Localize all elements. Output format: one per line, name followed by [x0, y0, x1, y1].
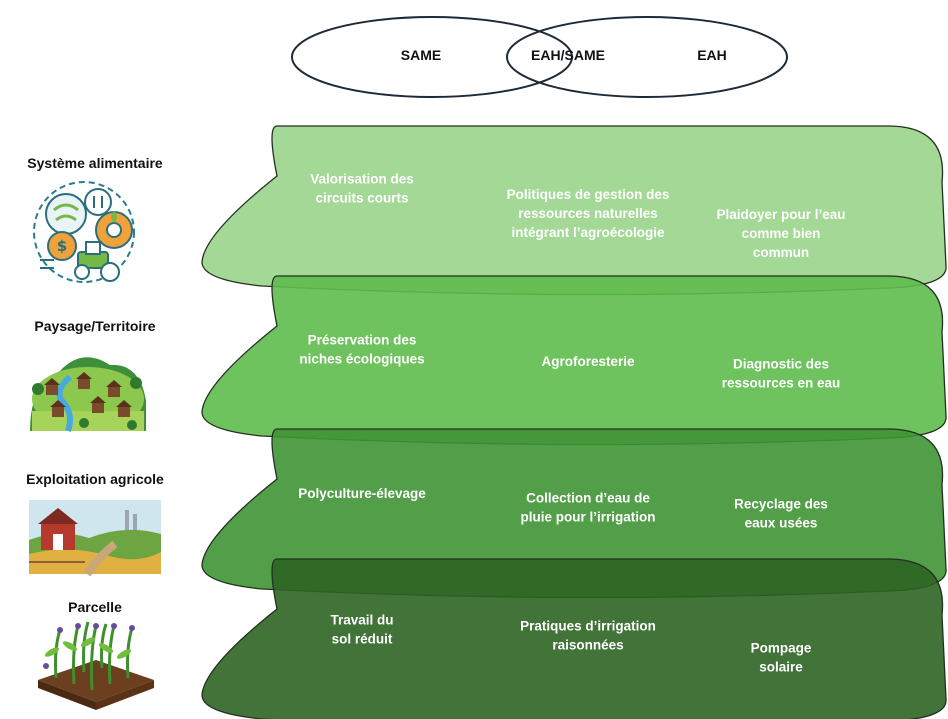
layer-item-line: Préservation des	[308, 333, 417, 348]
layer-farm-item-3: Recyclage des eaux usées	[734, 497, 828, 531]
layer-item-line: ressources en eau	[722, 376, 841, 391]
layer-food-system-item-2: Politiques de gestion des ressources natu…	[507, 187, 670, 240]
layer-item-line: Politiques de gestion des	[507, 187, 670, 202]
level-label-landscape: Paysage/Territoire	[34, 318, 155, 334]
venn-label-eah: EAH	[697, 47, 727, 63]
layer-item-line: Collection d’eau de	[526, 491, 650, 506]
layer-item-line: niches écologiques	[299, 352, 424, 367]
layer-farm-item-1: Polyculture-élevage	[298, 486, 426, 501]
layer-landscape-item-1: Préservation des niches écologiques	[299, 333, 424, 367]
layer-item-line: solaire	[759, 660, 803, 675]
layer-item-line: Pompage	[751, 641, 812, 656]
layer-food-system-item-3: Plaidoyer pour l’eau comme bien commun	[716, 207, 845, 260]
venn-label-eah-same: EAH/SAME	[531, 47, 605, 63]
layer-item-line: ressources naturelles	[518, 206, 658, 221]
level-labels: Système alimentaire Paysage/Territoire E…	[26, 155, 164, 615]
landscape-icon	[30, 357, 146, 432]
layer-item-line: comme bien	[742, 226, 821, 241]
venn-left-ellipse	[291, 16, 573, 98]
layer-item-line: Pratiques d’irrigation	[520, 619, 656, 634]
layer-item-line: eaux usées	[745, 516, 818, 531]
layer-item-line: Plaidoyer pour l’eau	[716, 207, 845, 222]
layer-plot-item-2: Pratiques d’irrigation raisonnées	[520, 619, 656, 653]
layer-item-line: sol réduit	[332, 632, 393, 647]
layer-food-system-item-1: Valorisation des circuits courts	[310, 172, 414, 206]
venn-label-same: SAME	[401, 47, 441, 63]
farm-icon	[29, 500, 161, 577]
food-system-icon: $	[33, 181, 135, 283]
venn-right-ellipse	[506, 16, 788, 98]
layer-item-line: Travail du	[330, 613, 393, 628]
layer-landscape-item-2: Agroforesterie	[541, 354, 635, 369]
layer-landscape-item-3: Diagnostic des ressources en eau	[722, 357, 841, 391]
venn-diagram: SAME EAH/SAME EAH	[291, 16, 788, 98]
layer-plot-item-3: Pompage solaire	[751, 641, 812, 675]
layer-item-line: commun	[753, 245, 809, 260]
layer-item-line: Polyculture-élevage	[298, 486, 426, 501]
crop-plot-icon	[38, 621, 154, 710]
layer-plot	[201, 558, 947, 719]
layer-farm-item-2: Collection d’eau de pluie pour l’irrigati…	[521, 491, 656, 525]
layer-item-line: Recyclage des	[734, 497, 828, 512]
layer-item-line: circuits courts	[315, 191, 408, 206]
layer-item-line: raisonnées	[552, 638, 623, 653]
layer-item-line: pluie pour l’irrigation	[521, 510, 656, 525]
layer-item-line: Diagnostic des	[733, 357, 829, 372]
layer-plot-item-1: Travail du sol réduit	[330, 613, 393, 647]
layer-item-line: Valorisation des	[310, 172, 414, 187]
layer-item-line: Agroforesterie	[541, 354, 635, 369]
layer-item-line: intégrant l’agroécologie	[511, 225, 665, 240]
level-label-food-system: Système alimentaire	[27, 155, 163, 171]
layers-stack: Valorisation des circuits courts Politique…	[201, 125, 947, 719]
level-label-farm: Exploitation agricole	[26, 471, 164, 487]
level-label-plot: Parcelle	[68, 599, 122, 615]
svg-text:$: $	[57, 237, 67, 255]
